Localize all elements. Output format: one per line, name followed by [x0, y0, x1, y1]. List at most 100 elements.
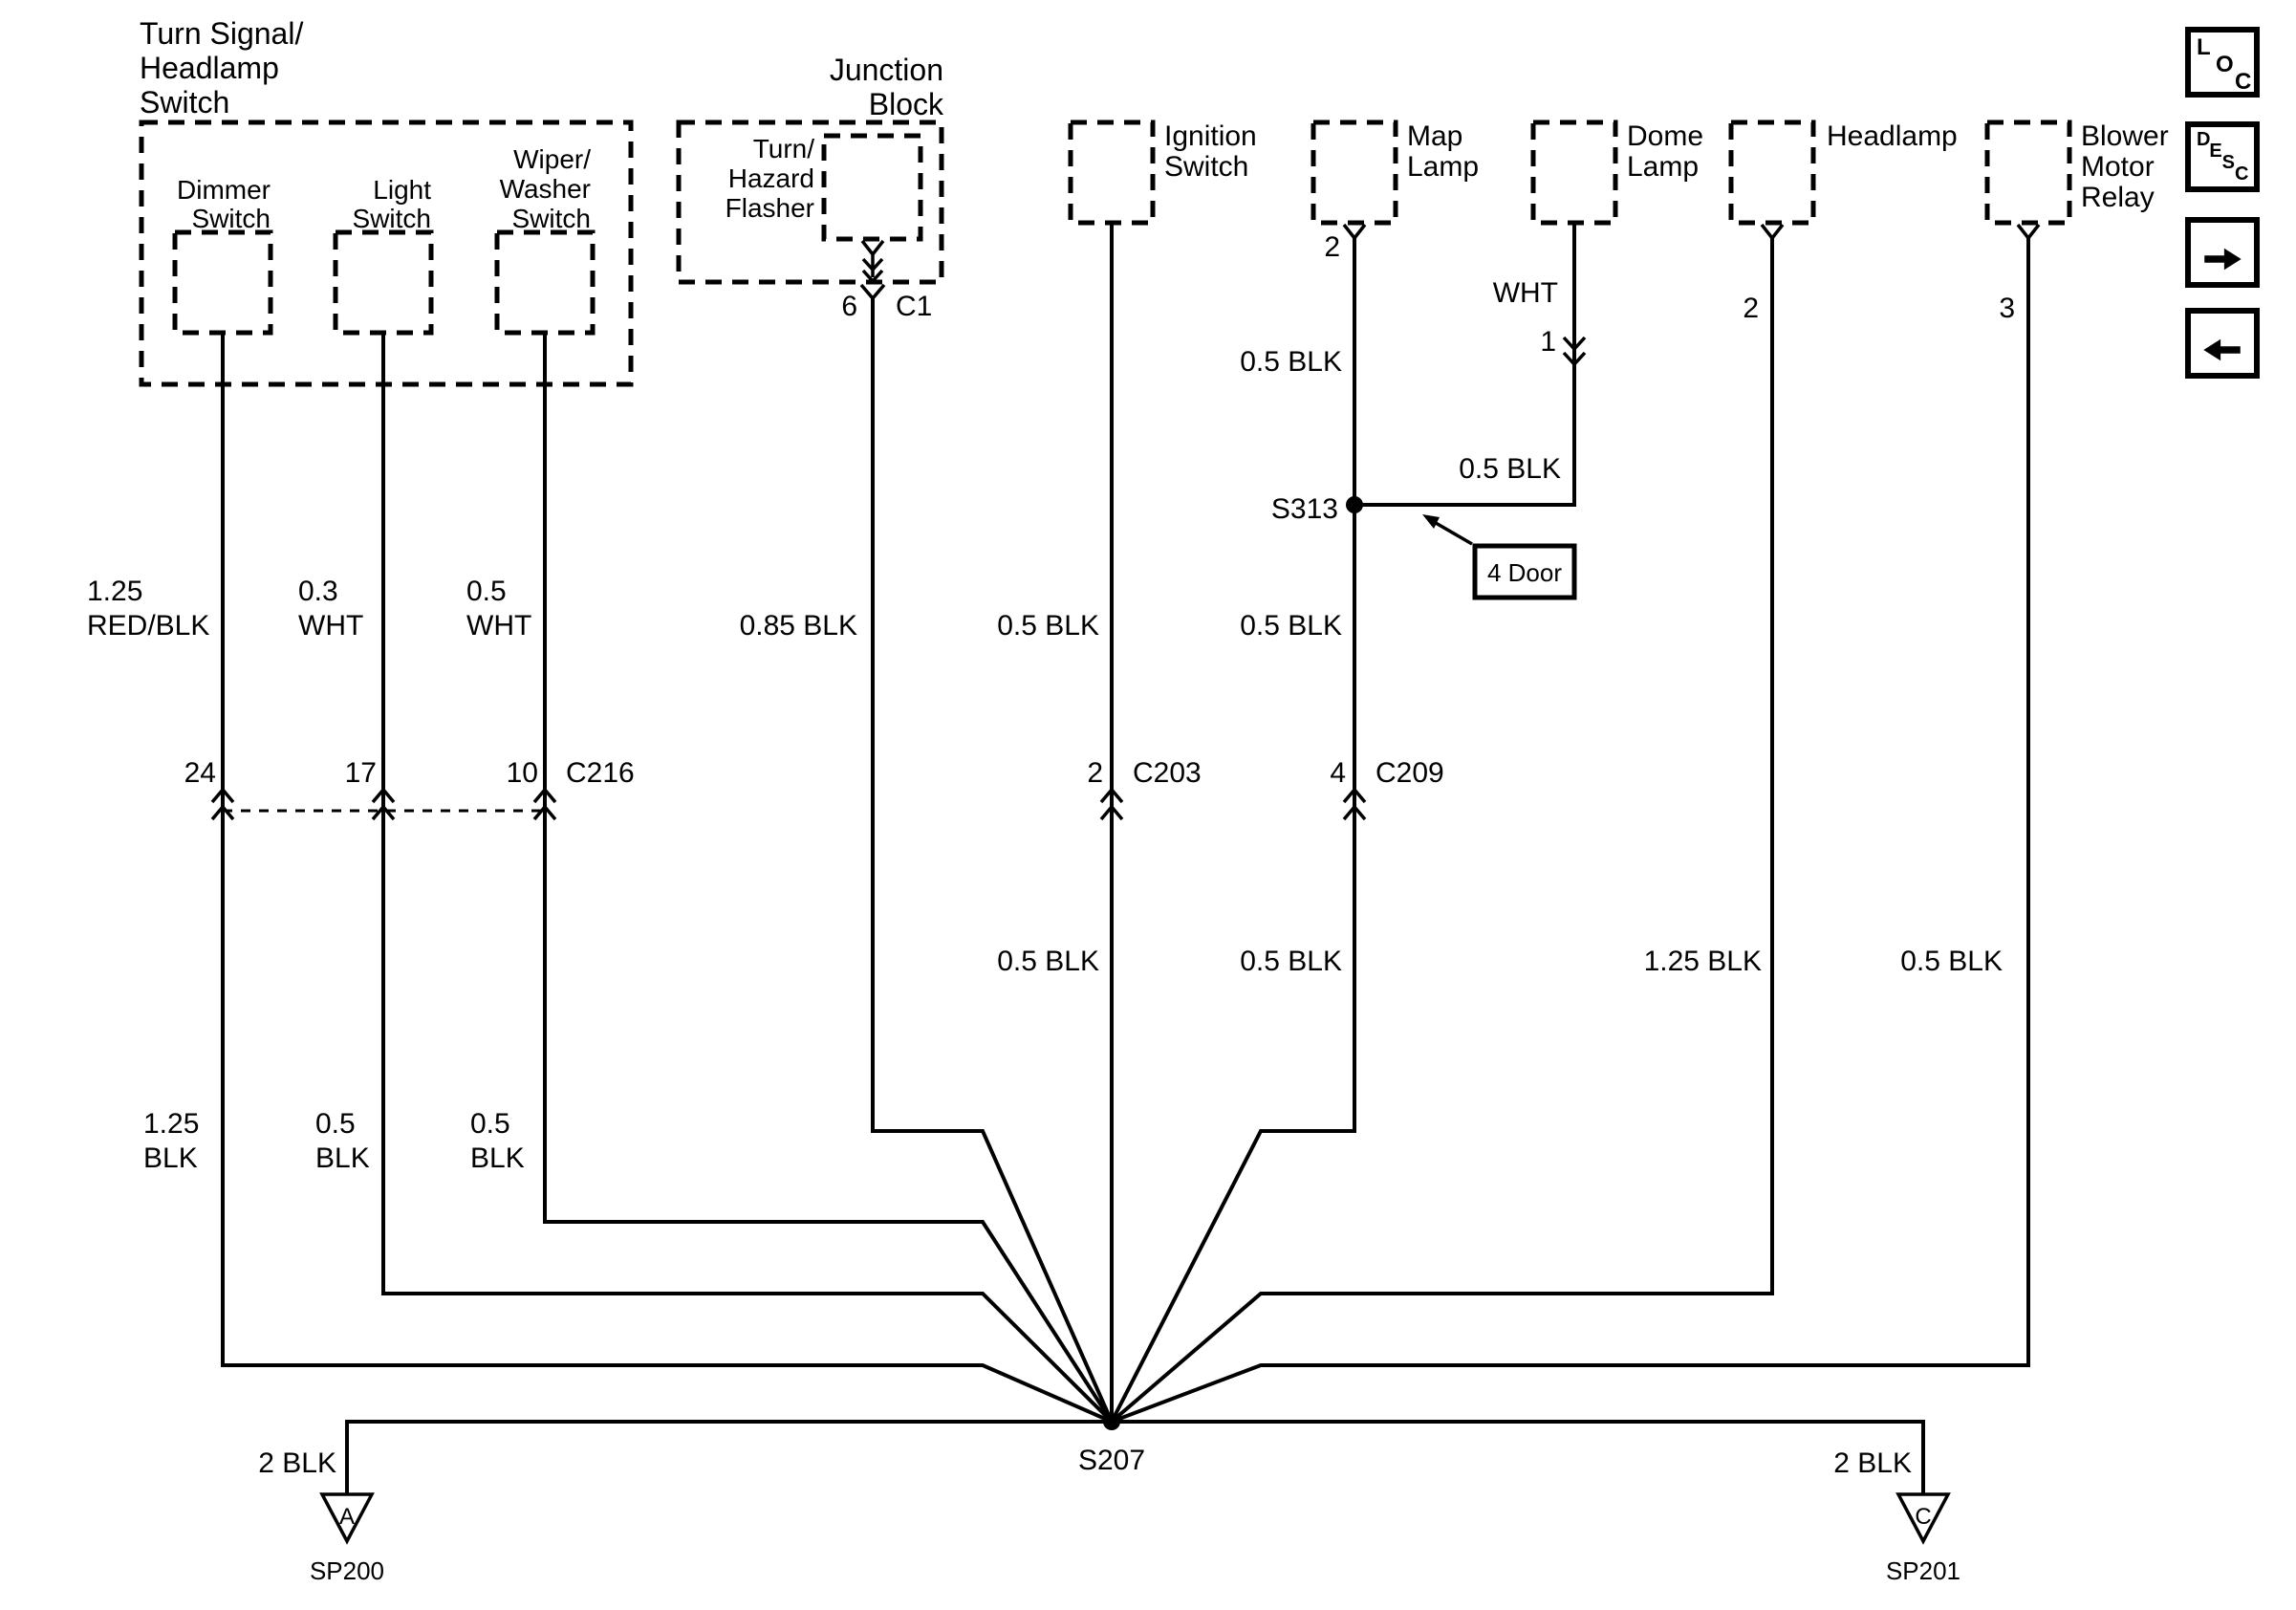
light-switch-box — [333, 229, 434, 336]
wiper-switch-label-line1: Wiper/ — [513, 144, 591, 174]
light-wire-gauge-line1: 0.3 — [298, 576, 338, 607]
light-switch-label-line2: Switch — [353, 204, 431, 233]
blower-relay-box — [1984, 120, 2072, 226]
lower-wire-gauge-labels: 0.5 BLK 0.5 BLK 1.25 BLK 0.5 BLK 1.25 BL… — [143, 946, 2003, 1174]
four-door-callout-box — [1472, 543, 1577, 600]
ignition-switch-label-line2: Switch — [1164, 151, 1248, 183]
ignition-switch-box — [1068, 120, 1156, 226]
blower-relay-label-line3: Relay — [2081, 182, 2155, 213]
junction-block-box — [676, 120, 944, 285]
dome-wire-gauge-label: 0.5 BLK — [1459, 453, 1561, 485]
wiper-switch-label-line2: Washer — [500, 174, 591, 204]
s207-splice-label: S207 — [1078, 1445, 1145, 1476]
ground-right-triangle-letter: C — [1915, 1504, 1931, 1530]
c216-dimmer-chevron-upper — [210, 787, 235, 804]
wire-map-lamp-ground — [1110, 238, 1356, 1423]
dimmer-wire-lower-gauge-line2: BLK — [143, 1142, 198, 1174]
turn-signal-title-line2: Headlamp — [140, 51, 279, 85]
s313-splice-dot — [1346, 496, 1363, 513]
blower-relay-label-line1: Blower — [2081, 120, 2169, 152]
four-door-callout-arrowhead — [1422, 514, 1440, 529]
ground-right-wire-label: 2 BLK — [1833, 1447, 1912, 1479]
map-lamp-group: Map Lamp 2 — [1310, 120, 1479, 263]
back-arrow-button[interactable] — [2185, 308, 2260, 379]
dome-lamp-group: Dome Lamp WHT 1 0.5 BLK — [1459, 120, 1703, 485]
c209-connector-label: C209 — [1375, 757, 1444, 789]
ground-left-id-label: SP200 — [310, 1556, 384, 1585]
c216-wiper-chevron-lower — [532, 804, 557, 821]
map-lamp-box — [1310, 120, 1398, 226]
ground-right-id-label: SP201 — [1886, 1556, 1960, 1585]
c203-chevron-upper — [1099, 787, 1124, 804]
turn-signal-title-line3: Switch — [140, 85, 229, 120]
c216-dimmer-pin-number: 24 — [184, 757, 216, 789]
ground-left-triangle-letter: A — [339, 1504, 355, 1530]
turn-signal-headlamp-switch-group: Turn Signal/ Headlamp Switch Dimmer Swit… — [139, 16, 634, 387]
wire-blower-relay-ground — [1111, 238, 2030, 1424]
map-wire-mid-gauge-label: 0.5 BLK — [1240, 610, 1342, 642]
headlamp-wire-gauge-label: 1.25 BLK — [1644, 946, 1762, 977]
flasher-fork-symbol — [860, 239, 885, 257]
wiper-washer-switch-box — [494, 229, 596, 336]
junction-wire-gauge-label: 0.85 BLK — [740, 610, 857, 642]
wire-junction-block-ground — [871, 298, 1114, 1423]
right-arrow-icon — [2204, 248, 2242, 271]
c203-connector-label: C203 — [1133, 757, 1202, 789]
dimmer-switch-label-line1: Dimmer — [177, 175, 271, 205]
ignition-switch-label-line1: Ignition — [1164, 120, 1257, 152]
ground-left-wire-label: 2 BLK — [258, 1447, 336, 1479]
upper-wire-gauge-labels: 1.25 RED/BLK 0.3 WHT 0.5 WHT 0.85 BLK 0.… — [87, 576, 1342, 642]
light-wire-gauge-line2: WHT — [298, 610, 363, 642]
ground-right-triangle-symbol — [1895, 1492, 1951, 1545]
c203-chevron-lower — [1099, 804, 1124, 821]
dome-lamp-label-line2: Lamp — [1627, 151, 1699, 183]
four-door-callout-arrow-line — [1435, 521, 1473, 546]
headlamp-group: Headlamp 2 — [1728, 120, 1958, 324]
headlamp-fork-symbol — [1760, 223, 1785, 241]
blower-motor-relay-group: Blower Motor Relay 3 — [1984, 120, 2169, 324]
c216-wiper-pin-number: 10 — [507, 757, 538, 789]
dimmer-switch-label-line2: Switch — [192, 204, 271, 233]
forward-arrow-button[interactable] — [2185, 217, 2260, 288]
c216-connector-label: C216 — [566, 757, 635, 789]
light-wire-lower-gauge-line2: BLK — [315, 1142, 370, 1174]
hazard-flasher-label-line2: Hazard — [728, 163, 814, 193]
dome-lamp-box — [1530, 120, 1618, 226]
wiper-wire-lower-gauge-line2: BLK — [470, 1142, 525, 1174]
dome-wire-color-label: WHT — [1493, 277, 1558, 309]
light-switch-label-line1: Light — [373, 175, 431, 205]
c1-connector-label: C1 — [896, 291, 932, 322]
blower-relay-pin-number: 3 — [1999, 293, 2015, 324]
junction-block-title-line2: Block — [869, 87, 944, 121]
wire-light-switch-ground — [381, 333, 1114, 1424]
c216-wiper-chevron-upper — [532, 787, 557, 804]
hazard-flasher-label-line1: Turn/ — [753, 134, 815, 163]
hazard-flasher-label-line3: Flasher — [726, 193, 814, 223]
c203-pin-number: 2 — [1087, 757, 1103, 789]
turn-signal-title-line1: Turn Signal/ — [140, 16, 303, 51]
map-lamp-pin-number: 2 — [1324, 231, 1340, 263]
dimmer-wire-gauge-line1: 1.25 — [87, 576, 142, 607]
map-lamp-fork-symbol — [1342, 223, 1367, 241]
s207-splice-dot — [1103, 1413, 1120, 1430]
map-wire-upper-gauge-label: 0.5 BLK — [1240, 346, 1342, 378]
junction-block-group: Junction Block Turn/ Hazard Flasher 6 C1 — [676, 53, 944, 322]
c216-dimmer-chevron-lower — [210, 804, 235, 821]
light-wire-lower-gauge-line1: 0.5 — [315, 1108, 356, 1140]
blower-wire-gauge-label: 0.5 BLK — [1900, 946, 2003, 977]
wiper-wire-lower-gauge-line1: 0.5 — [470, 1108, 510, 1140]
c216-light-chevron-lower — [371, 804, 396, 821]
s207-splice-group: S207 — [1078, 1413, 1145, 1476]
dome-inline-connector-chevron2 — [1562, 351, 1587, 367]
headlamp-box — [1728, 120, 1816, 226]
wires — [221, 223, 2030, 1494]
s313-splice-label: S313 — [1271, 493, 1338, 525]
blower-relay-fork-symbol — [2016, 223, 2041, 241]
connector-row: 24 17 10 C216 2 C203 4 C209 — [184, 757, 1444, 821]
